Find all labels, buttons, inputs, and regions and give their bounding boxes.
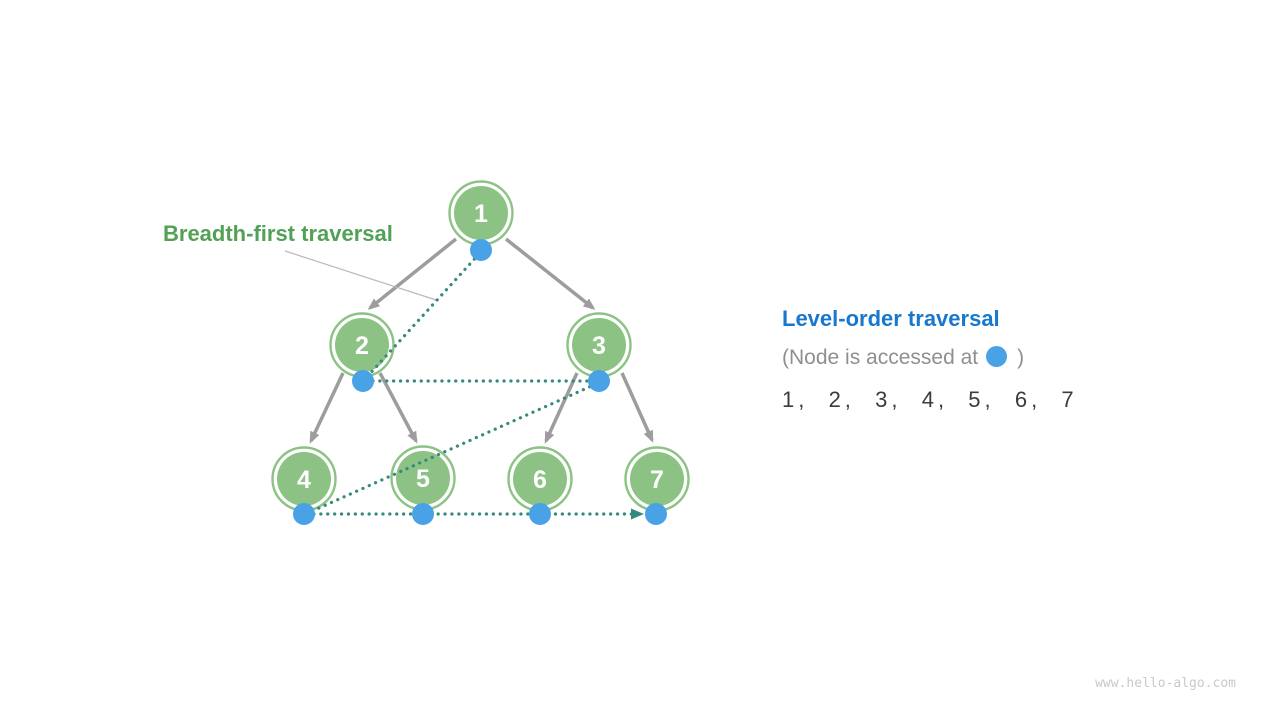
tree-edge-2-5 (378, 372, 418, 444)
access-dot-icon (470, 239, 492, 261)
access-dot-icon (986, 346, 1008, 367)
tree-node-6: 6 (507, 446, 573, 512)
node-value: 7 (650, 466, 664, 494)
access-dot-icon (529, 503, 551, 525)
legend-note-prefix: (Node is accessed at (782, 346, 979, 369)
tree-edge-1-2 (367, 237, 458, 310)
legend-note: (Node is accessed at) (782, 346, 1024, 370)
annotation-leader-line (284, 250, 437, 301)
access-dot-icon (352, 370, 374, 392)
watermark: www.hello-algo.com (1095, 676, 1236, 691)
node-body (572, 318, 626, 372)
tree-node-2: 2 (329, 312, 395, 378)
node-value: 5 (416, 465, 430, 493)
node-value: 1 (474, 200, 488, 228)
tree-node-1: 1 (448, 180, 514, 246)
tree-edge-3-7 (620, 372, 654, 443)
node-body (396, 451, 450, 505)
traversal-path-segment-1 (364, 252, 481, 380)
node-body (335, 318, 389, 372)
node-value: 6 (533, 466, 547, 494)
legend-note-suffix: ) (1017, 346, 1025, 369)
breadth-first-label: Breadth-first traversal (163, 221, 393, 246)
tree-node-5: 5 (390, 445, 456, 511)
node-body (630, 452, 684, 506)
tree-node-3: 3 (566, 312, 632, 378)
node-body (277, 452, 331, 506)
tree-edge-1-3 (504, 237, 596, 310)
tree-edge-3-6 (544, 372, 579, 444)
tree-node-7: 7 (624, 446, 690, 512)
node-body (513, 452, 567, 506)
access-dot-icon (412, 503, 434, 525)
access-dot-icon (645, 503, 667, 525)
traversal-path-segment-3 (306, 382, 598, 515)
traversal-sequence: 1, 2, 3, 4, 5, 6, 7 (782, 387, 1078, 412)
node-value: 4 (297, 466, 311, 494)
legend-title: Level-order traversal (782, 306, 1000, 331)
access-dot-icon (588, 370, 610, 392)
tree-edge-2-4 (309, 372, 345, 444)
node-value: 3 (592, 332, 606, 360)
tree-node-4: 4 (271, 446, 337, 512)
node-value: 2 (355, 332, 369, 360)
access-dot-icon (293, 503, 315, 525)
node-body (454, 186, 508, 240)
